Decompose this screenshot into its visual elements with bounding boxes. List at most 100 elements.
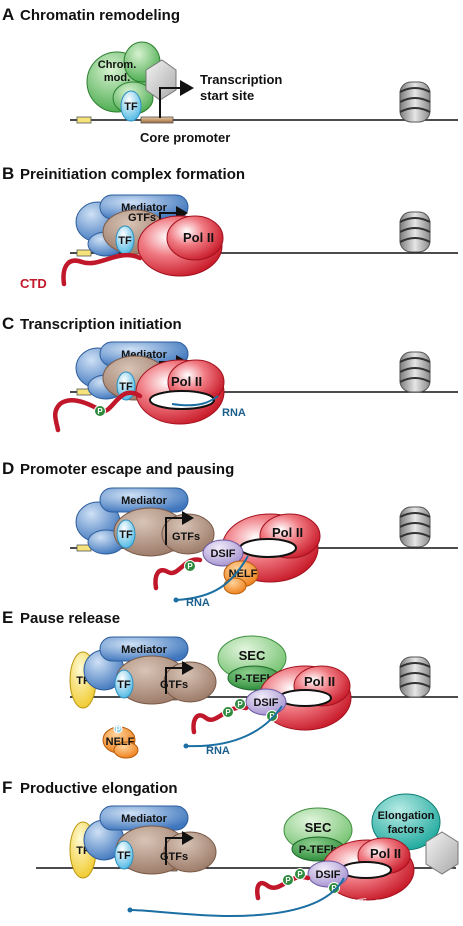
svg-text:P: P — [225, 708, 231, 717]
svg-text:P: P — [97, 407, 103, 416]
nelf-label: NELF — [229, 568, 258, 580]
transcription-factor: TF — [114, 669, 134, 699]
nucleosome — [399, 656, 431, 698]
core-promoter-label: Core promoter — [140, 130, 230, 145]
rna-strand — [129, 877, 345, 918]
pol-ii-label: Pol II — [370, 846, 401, 861]
pol-ii: Pol II — [137, 215, 224, 277]
sec-label: SEC — [305, 820, 332, 835]
panel-title: Promoter escape and pausing — [20, 461, 234, 478]
chrom-mod-label: Chrom. — [98, 59, 137, 71]
rna-strand — [185, 705, 283, 748]
pol-ii: Pol II — [221, 513, 321, 583]
enhancer-element — [76, 116, 92, 124]
ptefb-label: P-TEFb — [235, 673, 274, 685]
gtfs-label: GTFs — [160, 679, 188, 691]
dsif-label: DSIF — [210, 548, 235, 560]
tf-label: TF — [119, 381, 133, 393]
phosphate: P — [282, 874, 294, 886]
watermark: 知乎 @lcy19712018 — [344, 897, 452, 911]
gtfs-label: GTFs — [172, 531, 200, 543]
ctd-tail — [61, 252, 143, 287]
phosphate: P — [234, 698, 246, 710]
rna-cap — [183, 743, 189, 749]
pol-ii-label: Pol II — [171, 374, 202, 389]
tss-arrow — [165, 661, 194, 694]
mediator-label: Mediator — [121, 813, 168, 825]
svg-text:P: P — [237, 700, 243, 709]
tf-label: TF — [118, 235, 132, 247]
pol-ii: Pol II — [321, 837, 415, 901]
nucleosome — [399, 351, 431, 393]
mediator-complex: Mediator — [83, 805, 189, 861]
dsif-label: DSIF — [253, 697, 278, 709]
rna-cap — [127, 907, 133, 913]
dsif: DSIF — [202, 539, 244, 567]
panel-d: D Promoter escape and pausing Mediator G… — [2, 459, 458, 609]
rna-label: RNA — [186, 597, 210, 609]
pol-ii-label: Pol II — [183, 230, 214, 245]
panel-letter: E — [2, 608, 13, 627]
nelf-label: NELF — [106, 736, 135, 748]
panel-letter: B — [2, 164, 14, 183]
svg-text:P: P — [187, 562, 193, 571]
rna-label: RNA — [222, 407, 246, 419]
transcription-factor: TF — [114, 840, 134, 870]
phosphate: P — [294, 868, 306, 880]
panel-letter: A — [2, 5, 14, 24]
remodeler-cube — [145, 59, 177, 101]
panel-title: Preinitiation complex formation — [20, 166, 245, 183]
rna-strand — [171, 395, 219, 407]
phospho-marker — [113, 724, 123, 734]
sec-label: SEC — [239, 648, 266, 663]
chrom-mod-label: mod. — [104, 72, 130, 84]
nelf: NELF — [223, 560, 259, 595]
panel-c: C Transcription initiation Mediator TF P… — [2, 314, 458, 433]
pol-ii-label: Pol II — [272, 525, 303, 540]
rna-label: RNA — [206, 745, 230, 757]
panel-title: Productive elongation — [20, 780, 178, 797]
svg-text:P: P — [297, 870, 303, 879]
panel-title: Pause release — [20, 610, 120, 627]
panel-e: E Pause release TF Mediator GTFs TF — [2, 608, 458, 759]
tss-arrow — [159, 80, 194, 118]
tf-label: TF — [117, 850, 131, 862]
ctd-label: CTD — [20, 276, 47, 291]
core-promoter-box — [140, 116, 174, 124]
ctd-tail — [191, 705, 249, 735]
phospho-label: P — [115, 725, 121, 734]
tf-label: TF — [119, 529, 133, 541]
transcription-bubble — [340, 861, 392, 879]
ctd-tail — [53, 390, 143, 433]
enhancer-element — [76, 249, 92, 257]
tf-label: TF — [124, 101, 138, 113]
mediator-label: Mediator — [121, 495, 168, 507]
panel-letter: F — [2, 778, 12, 797]
nucleosome — [399, 506, 431, 548]
remodeler-cube — [425, 831, 459, 875]
ctd-tail — [255, 874, 311, 901]
phosphate: P — [328, 882, 340, 894]
panel-letter: D — [2, 459, 14, 478]
pol-ii: Pol II — [135, 359, 225, 425]
tss-arrow — [165, 511, 194, 545]
svg-text:P: P — [331, 884, 337, 893]
dsif: DSIF — [245, 688, 287, 716]
phosphate: P — [94, 405, 106, 417]
transcription-factor: TF — [115, 225, 135, 255]
tss-label: start site — [200, 88, 254, 103]
rna-cap — [173, 597, 179, 603]
transcription-bubble — [149, 390, 215, 410]
ptefb-label: P-TEFb — [299, 844, 338, 856]
tss-arrow — [165, 831, 194, 865]
svg-text:P: P — [285, 876, 291, 885]
nucleosome — [399, 211, 431, 253]
nucleosome — [399, 81, 431, 123]
panel-f: F Productive elongation TF Mediator GTFs… — [2, 778, 459, 918]
rna-strand — [175, 555, 249, 601]
panel-b: B Preinitiation complex formation Mediat… — [2, 164, 458, 291]
transcription-bubble — [278, 689, 332, 707]
panel-letter: C — [2, 314, 14, 333]
elongation-factors: Elongation factors — [371, 793, 441, 851]
